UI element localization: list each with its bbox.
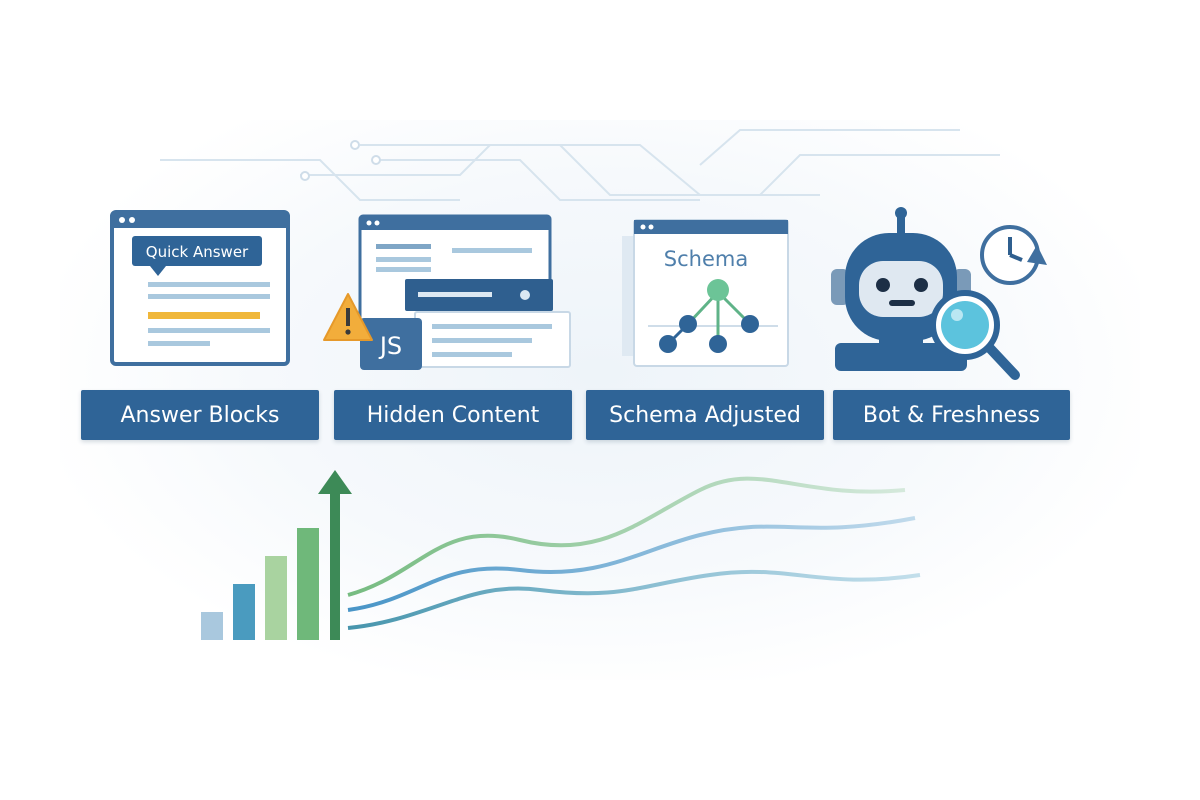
robot-icon xyxy=(831,207,971,371)
teal-wave xyxy=(347,569,921,630)
answer-block-window-icon: Quick Answer xyxy=(110,210,290,366)
chart-bar-2 xyxy=(233,584,255,640)
schema-adjusted-label[interactable]: Schema Adjusted xyxy=(586,390,824,440)
hidden-js-window-icon: JS xyxy=(323,214,571,370)
js-text: JS xyxy=(378,332,402,360)
chart-bar-1 xyxy=(201,612,223,640)
schema-text: Schema xyxy=(664,247,748,271)
chart-bar-4 xyxy=(297,528,319,640)
hidden-content-label[interactable]: Hidden Content xyxy=(334,390,572,440)
magnifier-icon xyxy=(930,290,1020,380)
answer-blocks-label[interactable]: Answer Blocks xyxy=(81,390,319,440)
clock-icon xyxy=(980,225,1047,285)
quick-answer-text: Quick Answer xyxy=(146,243,249,261)
robot-magnifier-clock-icon xyxy=(831,207,1047,380)
chart-bar-3 xyxy=(265,556,287,640)
green-wave xyxy=(347,476,906,597)
up-arrow-icon xyxy=(318,470,352,640)
blue-wave xyxy=(347,516,916,612)
bot-freshness-label[interactable]: Bot & Freshness xyxy=(833,390,1070,440)
schema-graph-window-icon: Schema xyxy=(622,219,789,367)
